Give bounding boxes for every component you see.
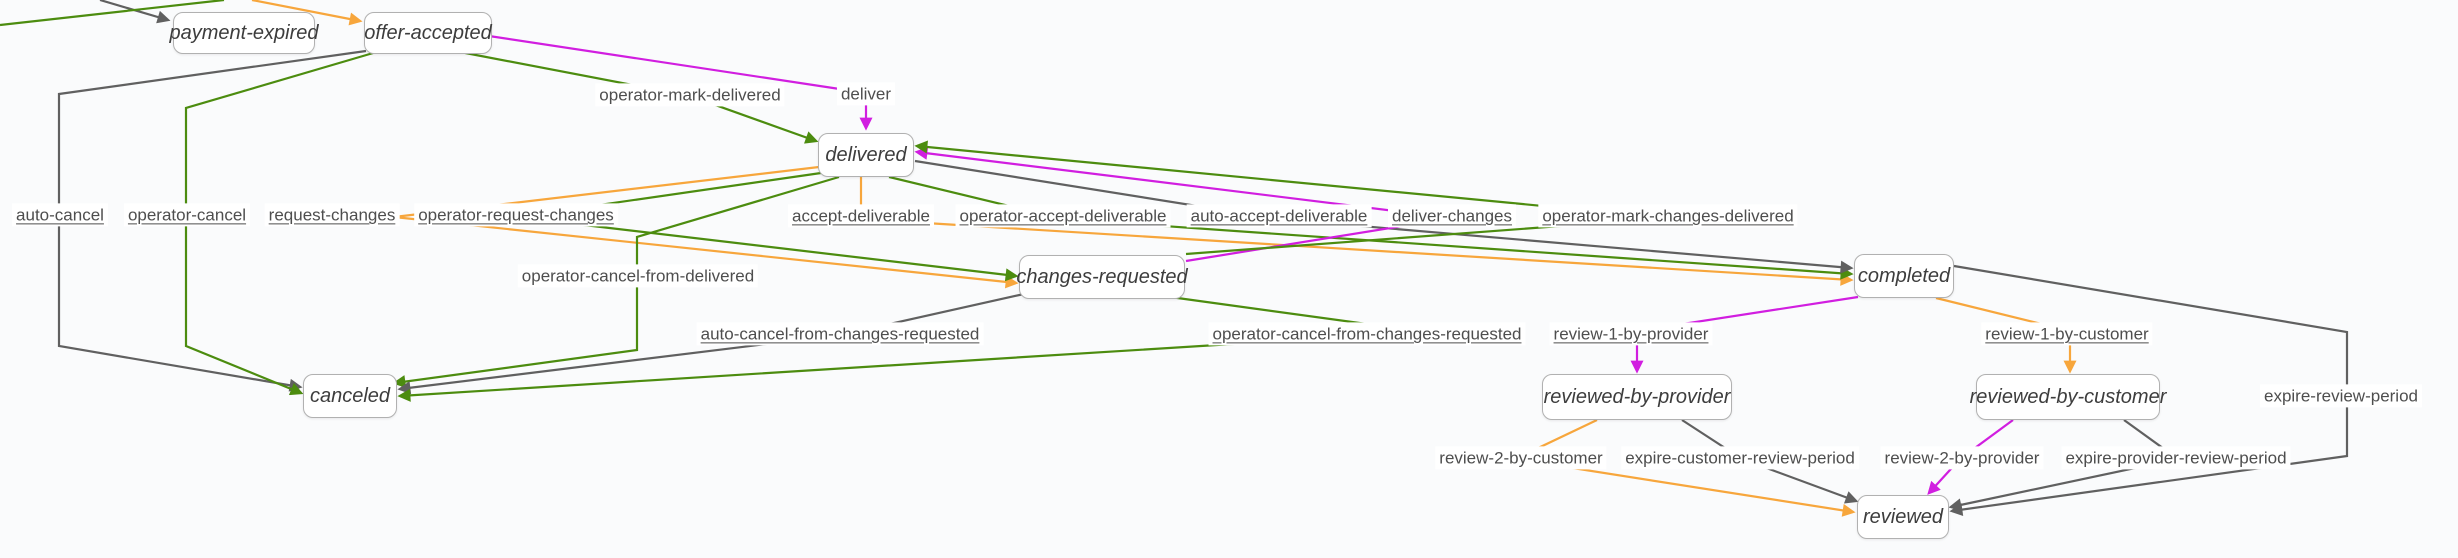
transition-label-accept-deliverable[interactable]: accept-deliverable <box>788 204 934 228</box>
node-completed: completed <box>1854 254 1954 298</box>
transition-label-review-1-by-provider[interactable]: review-1-by-provider <box>1549 322 1713 346</box>
transition-label-expire-customer-review-period: expire-customer-review-period <box>1621 446 1859 470</box>
node-payment-expired: payment-expired <box>170 12 318 54</box>
transition-label-operator-cancel-from-changes-requested[interactable]: operator-cancel-from-changes-requested <box>1208 322 1526 346</box>
node-offer-accepted: offer-accepted <box>364 12 492 54</box>
transition-label-operator-cancel-from-delivered: operator-cancel-from-delivered <box>517 264 759 288</box>
edge-operator-cancel <box>184 49 381 396</box>
node-delivered: delivered <box>818 133 914 177</box>
transition-label-operator-accept-deliverable[interactable]: operator-accept-deliverable <box>955 204 1171 228</box>
edge-crossing-top-left <box>0 0 225 27</box>
node-changes-requested: changes-requested <box>1016 255 1188 299</box>
node-reviewed-by-provider: reviewed-by-provider <box>1542 374 1732 420</box>
transition-label-deliver-changes[interactable]: deliver-changes <box>1387 204 1517 228</box>
transition-label-operator-mark-changes-delivered[interactable]: operator-mark-changes-delivered <box>1538 204 1798 228</box>
node-reviewed: reviewed <box>1857 495 1949 539</box>
transition-label-operator-cancel[interactable]: operator-cancel <box>123 203 251 227</box>
transition-label-deliver: deliver <box>836 82 896 106</box>
edge-operator-cancel-from-changes-requested <box>397 294 1426 402</box>
transition-label-review-2-by-customer: review-2-by-customer <box>1435 446 1607 470</box>
edge-operator-mark-changes-delivered <box>914 140 1669 256</box>
transition-label-auto-cancel[interactable]: auto-cancel <box>12 203 108 227</box>
node-reviewed-by-customer: reviewed-by-customer <box>1970 374 2166 420</box>
transition-label-expire-review-period: expire-review-period <box>2259 384 2423 408</box>
transition-label-auto-accept-deliverable[interactable]: auto-accept-deliverable <box>1186 204 1372 228</box>
transition-label-auto-cancel-from-changes-requested[interactable]: auto-cancel-from-changes-requested <box>696 322 984 346</box>
edge-deliver <box>488 34 873 131</box>
transition-label-review-1-by-customer[interactable]: review-1-by-customer <box>1981 322 2153 346</box>
transition-label-request-changes[interactable]: request-changes <box>264 203 400 227</box>
node-canceled: canceled <box>303 374 397 418</box>
transition-label-operator-mark-delivered: operator-mark-delivered <box>595 83 785 107</box>
edge-into-offer-accepted <box>251 0 363 26</box>
edge-operator-cancel-from-delivered <box>392 175 840 389</box>
transition-label-expire-provider-review-period: expire-provider-review-period <box>2061 446 2291 470</box>
transition-label-operator-request-changes[interactable]: operator-request-changes <box>414 203 618 227</box>
transition-label-review-2-by-provider: review-2-by-provider <box>1880 446 2044 470</box>
